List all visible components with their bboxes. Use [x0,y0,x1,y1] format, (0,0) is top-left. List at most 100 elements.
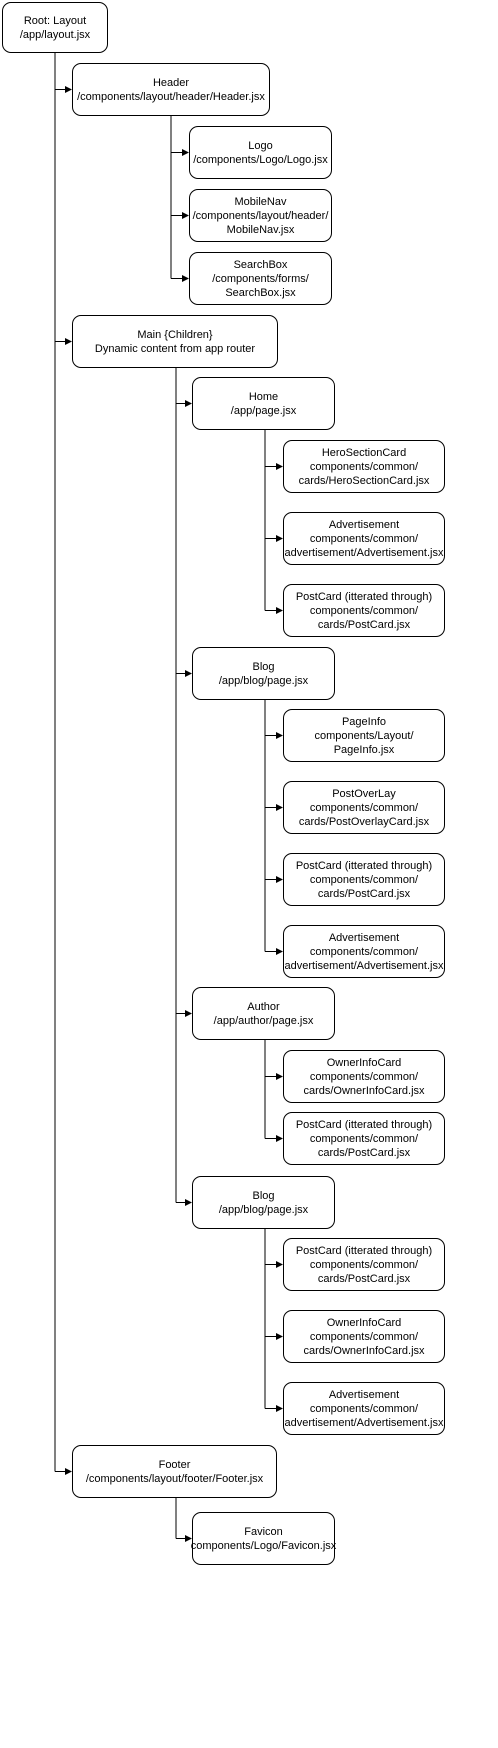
node-header: Header/components/layout/header/Header.j… [72,63,270,116]
node-text-line: /app/blog/page.jsx [218,1203,309,1216]
node-text-line: cards/PostOverlayCard.jsx [298,815,430,828]
node-author: Author/app/author/page.jsx [192,987,335,1040]
node-text-line: components/common/ [309,1258,419,1271]
node-text-line: /app/blog/page.jsx [218,674,309,687]
node-text-line: components/common/ [309,1330,419,1343]
node-text-line: /app/page.jsx [230,404,297,417]
node-text-line: advertisement/Advertisement.jsx [284,959,444,972]
node-text-line: cards/PostCard.jsx [317,1272,411,1285]
node-text-line: PageInfo [341,715,387,728]
node-text-line: SearchBox.jsx [225,286,296,299]
node-text-line: advertisement/Advertisement.jsx [284,546,444,559]
node-home-post: PostCard (itterated through)components/c… [283,584,445,637]
arrowhead [276,607,283,614]
node-text-line: Home [248,390,279,403]
node-text-line: Advertisement [328,931,400,944]
node-text-line: PageInfo.jsx [333,743,395,756]
arrowhead [276,1073,283,1080]
arrowhead [185,1199,192,1206]
node-text-line: /components/Logo/Logo.jsx [193,153,328,166]
node-text-line: OwnerInfoCard [326,1316,402,1329]
node-text-line: components/common/ [309,604,419,617]
node-text-line: MobileNav [234,195,287,208]
node-text-line: /app/layout.jsx [19,28,91,41]
node-text-line: PostCard (itterated through) [295,1118,433,1131]
node-text-line: cards/PostCard.jsx [317,1146,411,1159]
arrowhead [276,1333,283,1340]
arrowhead [65,86,72,93]
arrowhead [276,1135,283,1142]
node-text-line: components/common/ [309,460,419,473]
node-text-line: Logo [248,139,273,152]
arrowhead [276,732,283,739]
node-text-line: Root: Layout [23,14,87,27]
node-text-line: /components/layout/header/ [192,209,329,222]
arrowhead [276,876,283,883]
node-text-line: components/common/ [309,532,419,545]
node-searchbox: SearchBox/components/forms/SearchBox.jsx [189,252,332,305]
node-text-line: components/common/ [309,945,419,958]
node-root: Root: Layout/app/layout.jsx [2,2,108,53]
node-home: Home/app/page.jsx [192,377,335,430]
node-text-line: Dynamic content from app router [94,342,256,355]
node-footer: Footer/components/layout/footer/Footer.j… [72,1445,277,1498]
node-text-line: Author [247,1000,280,1013]
arrowhead [185,1535,192,1542]
node-text-line: components/Logo/Favicon.jsx [190,1539,337,1552]
node-text-line: Header [152,76,190,89]
node-text-line: cards/OwnerInfoCard.jsx [303,1344,425,1357]
node-text-line: cards/HeroSectionCard.jsx [298,474,430,487]
node-text-line: Favicon [244,1525,283,1538]
arrowhead [276,804,283,811]
node-text-line: OwnerInfoCard [326,1056,402,1069]
arrowhead [276,1405,283,1412]
arrowhead [276,535,283,542]
arrowhead [276,948,283,955]
arrowhead [182,275,189,282]
node-main: Main {Children}Dynamic content from app … [72,315,278,368]
node-text-line: /app/author/page.jsx [213,1014,314,1027]
node-blog1-post: PostCard (itterated through)components/c… [283,853,445,906]
arrowhead [182,212,189,219]
node-text-line: components/common/ [309,1070,419,1083]
node-text-line: components/common/ [309,1402,419,1415]
node-text-line: SearchBox [233,258,288,271]
node-text-line: cards/PostCard.jsx [317,887,411,900]
node-text-line: /components/layout/header/Header.jsx [77,90,265,103]
node-text-line: HeroSectionCard [321,446,407,459]
node-text-line: components/common/ [309,873,419,886]
node-text-line: Blog [252,660,275,673]
node-text-line: PostCard (itterated through) [295,590,433,603]
node-text-line: Advertisement [328,1388,400,1401]
node-text-line: MobileNav.jsx [226,223,295,236]
arrowhead [276,463,283,470]
arrowhead [65,1468,72,1475]
arrowhead [185,400,192,407]
node-text-line: Footer [158,1458,191,1471]
node-text-line: cards/PostCard.jsx [317,618,411,631]
node-text-line: components/common/ [309,801,419,814]
node-text-line: components/common/ [309,1132,419,1145]
node-mobilenav: MobileNav/components/layout/header/Mobil… [189,189,332,242]
node-logo: Logo/components/Logo/Logo.jsx [189,126,332,179]
node-text-line: Main {Children} [137,328,213,341]
node-text-line: cards/OwnerInfoCard.jsx [303,1084,425,1097]
node-blog2-post: PostCard (itterated through)components/c… [283,1238,445,1291]
node-author-post: PostCard (itterated through)components/c… [283,1112,445,1165]
arrowhead [185,1010,192,1017]
node-text-line: /components/layout/footer/Footer.jsx [85,1472,264,1485]
node-text-line: components/Layout/ [314,729,414,742]
node-text-line: PostCard (itterated through) [295,1244,433,1257]
node-blog2: Blog/app/blog/page.jsx [192,1176,335,1229]
node-text-line: Advertisement [328,518,400,531]
node-text-line: PostCard (itterated through) [295,859,433,872]
